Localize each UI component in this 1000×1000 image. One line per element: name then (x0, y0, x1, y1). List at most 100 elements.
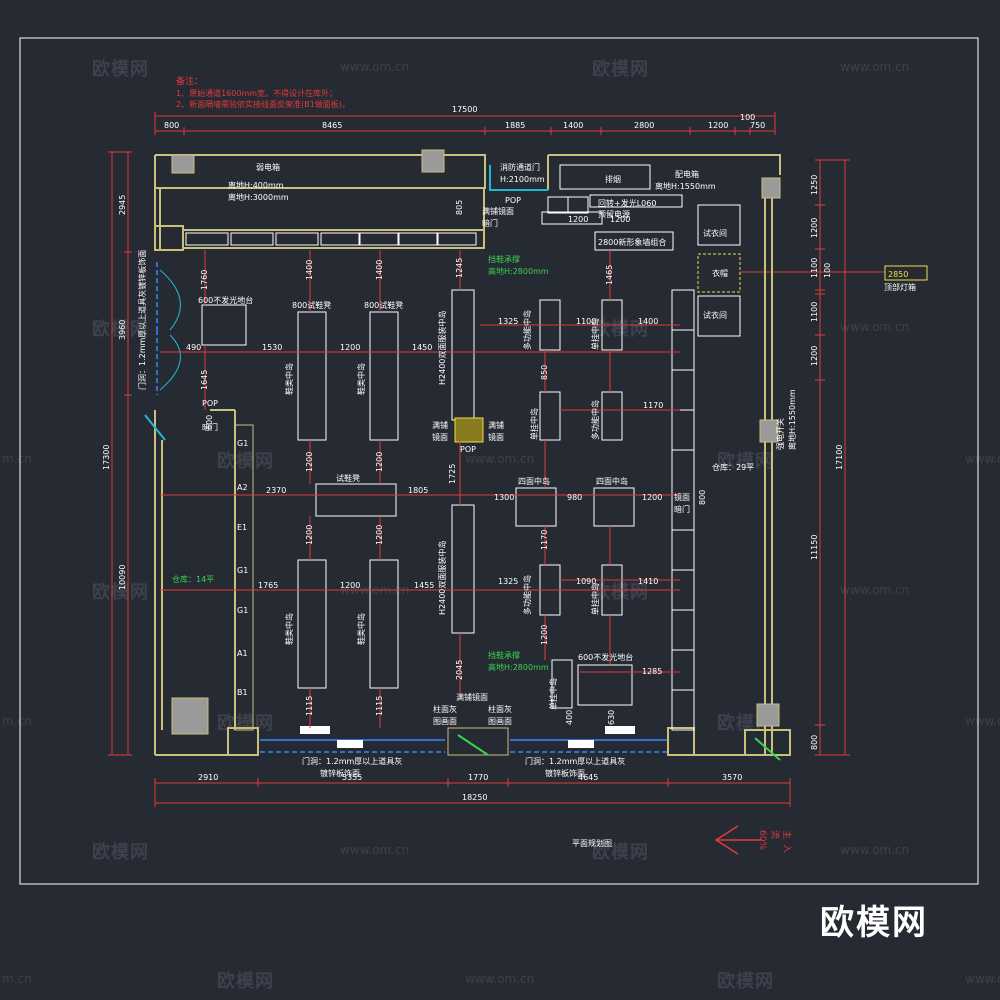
wall-code: E1 (237, 523, 247, 532)
mirror-label: 镜面 (432, 432, 448, 442)
dim-label: 1300 (494, 493, 514, 502)
island-label: H2400双面服装中岛 (437, 541, 447, 615)
dim-right-seg: 1200 (810, 346, 819, 366)
brand-logo: 欧模网 (820, 903, 928, 943)
island-label: 多功能中岛 (590, 400, 600, 440)
dim-top-seg: 750 (750, 121, 765, 130)
dim-label: 1200 (305, 452, 314, 472)
dim-label: 1400 (305, 260, 314, 280)
wall-codes: G1 A2 E1 G1 G1 A1 B1 (237, 439, 248, 697)
weak-box-height: 离地H:3000mm (228, 192, 289, 202)
dim-label: 1200 (642, 493, 662, 502)
wall-code: G1 (237, 606, 248, 615)
island-label: 单挂中岛 (548, 678, 558, 710)
dim-label: 1170 (540, 530, 549, 550)
top-fixtures (541, 164, 683, 251)
display-label: 600不发光地台 (578, 652, 633, 662)
dim-top-seg: 8465 (322, 121, 342, 130)
left-entry (144, 262, 181, 441)
double-islands (451, 289, 484, 634)
wall-code: A2 (237, 483, 248, 492)
fixtures-grey (171, 149, 781, 735)
island-label: 单挂中岛 (590, 583, 600, 615)
island-label: 四面中岛 (518, 476, 550, 486)
dim-label: 1200 (540, 625, 549, 645)
island-label: 多功能中岛 (522, 310, 532, 350)
dim-right-seg: 1100 (810, 258, 819, 278)
dim-right-seg: 100 (823, 263, 832, 278)
pop-label: POP (460, 445, 476, 454)
island-label: 单挂中岛 (529, 408, 539, 440)
wall-combo-label: 2800新形象墙组合 (598, 237, 666, 247)
watermark-cn: 欧模网 (92, 842, 149, 863)
power-box-label: 配电箱 (675, 169, 699, 179)
dimension-left-labels: 17300 2945 3960 10090 (102, 195, 127, 590)
plan-title: 平面规划图 (572, 838, 612, 848)
dim-top-seg: 1400 (563, 121, 583, 130)
watermark-cn: 欧模网 (592, 842, 649, 863)
notes-line-1: 1、原始通道1600mm宽，不得设计在库外； (176, 88, 337, 98)
notes-title: 备注： (176, 75, 203, 87)
reserved-power-label: 预留电源 (598, 209, 630, 219)
storage-label: 仓库：14平 (172, 574, 214, 584)
room-labels: 弱电箱 离地H:400mm 离地H:3000mm 消防通道门 H:2100mm … (137, 162, 797, 848)
mirror-label: 镜面 (488, 432, 504, 442)
notes-block: 备注： 1、原始通道1600mm宽，不得设计在库外； 2、新面隔墙需验依实接线面… (176, 75, 350, 109)
dim-label: 1465 (605, 265, 614, 285)
stool-label: 800试鞋凳 (364, 300, 403, 310)
watermark-url: www.om.cn (840, 583, 910, 597)
island-label: 鞋类中岛 (356, 613, 366, 645)
dim-label: 1100 (576, 317, 596, 326)
island-label: 多功能中岛 (522, 575, 532, 615)
entry-arrow: 主 入 流 60% (714, 825, 793, 855)
dimension-left (108, 151, 132, 756)
dim-label: 1285 (642, 667, 662, 676)
storage-label: 仓库：29平 (712, 462, 754, 472)
dim-bottom-seg: 5355 (342, 773, 362, 782)
dimension-right (740, 159, 888, 756)
watermark-url: www.om.cn (840, 320, 910, 334)
island-label: 四面中岛 (596, 476, 628, 486)
dim-label: 1530 (262, 343, 282, 352)
dim-label: 1200 (568, 215, 588, 224)
dim-label: 1325 (498, 317, 518, 326)
column-label: 柱面灰 (433, 704, 457, 714)
dim-left-seg: 10090 (118, 565, 127, 590)
watermark-url: www.om.cn (840, 60, 910, 74)
dim-label: 980 (567, 493, 582, 502)
drawing-frame (19, 37, 979, 885)
dim-right-seg: 800 (810, 735, 819, 750)
dim-overall-top: 17500 (452, 105, 477, 114)
display-label: 600不发光地台 (198, 295, 253, 305)
hang-label: 挡鞋承撑 (488, 254, 520, 264)
mirror-bottom-label: 满铺镜面 (456, 692, 488, 702)
dim-right-seg: 1250 (810, 175, 819, 195)
dim-label: 1200 (375, 525, 384, 545)
island-label: 单挂中岛 (590, 318, 600, 350)
dim-right-seg: 1100 (810, 302, 819, 322)
dim-label: 1200 (340, 343, 360, 352)
dim-left-seg: 3960 (118, 320, 127, 340)
entry-label: 主 (781, 830, 793, 839)
watermark-cn: 欧模网 (592, 582, 649, 603)
top-shelf-row (185, 232, 477, 246)
watermark-cn: 欧模网 (217, 451, 274, 472)
dim-label: 1400 (638, 317, 658, 326)
island-label: 鞋类中岛 (284, 613, 294, 645)
mirror-side-label: 镜面 (674, 492, 690, 502)
exhaust-label: 排烟 (605, 174, 621, 184)
dim-label: 400 (565, 710, 574, 725)
fire-door-label: 消防通道门 (500, 162, 540, 172)
bottom-entry (260, 726, 781, 761)
column-label: 柱面灰 (488, 704, 512, 714)
fire-door (489, 165, 548, 191)
watermark-url: www.om.cn (965, 452, 1000, 466)
ceiling-box-label: 顶部灯箱 (884, 282, 916, 292)
power-box-height: 离地H:1550mm (655, 181, 716, 191)
mirror-door-label: 满铺镜面 (482, 206, 514, 216)
watermark-cn: 欧模网 (92, 319, 149, 340)
dim-label: 1325 (498, 577, 518, 586)
dim-right-seg: 11150 (810, 535, 819, 560)
dim-label: 1765 (258, 581, 278, 590)
dim-label: 490 (186, 343, 201, 352)
